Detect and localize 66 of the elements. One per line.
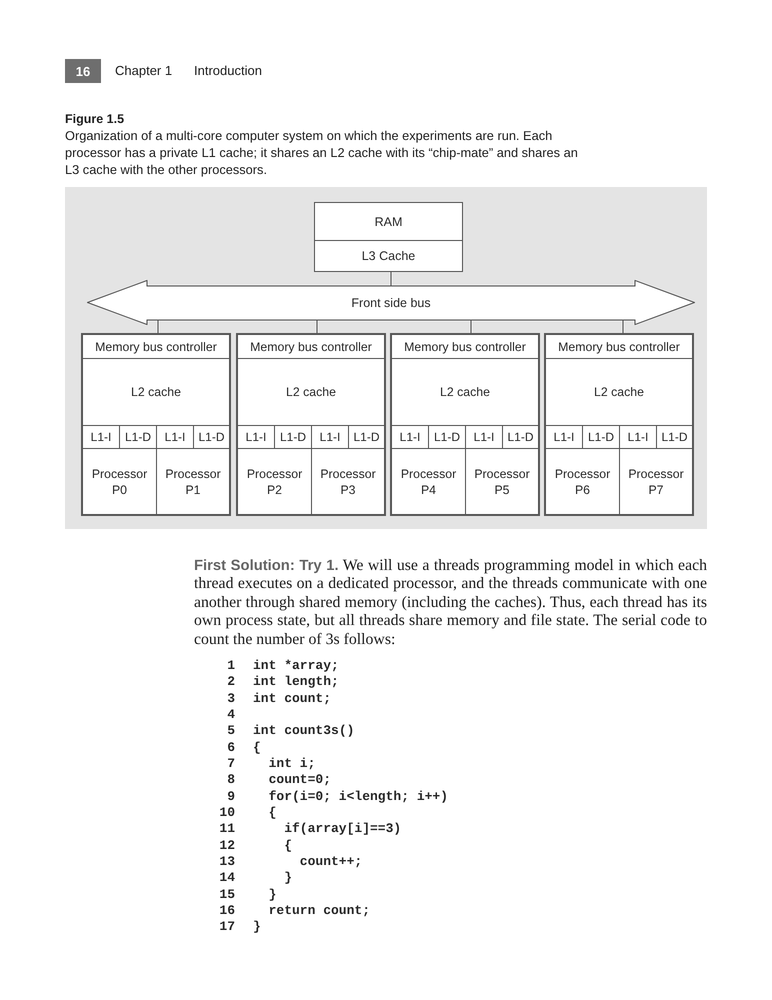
line-number: 2 [227, 674, 235, 690]
line-number: 3 [227, 690, 235, 707]
chapter-title: Introduction [194, 63, 262, 79]
line-number: 9 [227, 788, 235, 805]
chip-box [544, 333, 694, 516]
chapter-label: Chapter 1 [115, 63, 172, 79]
code-line: { [284, 838, 292, 854]
line-number: 10 [219, 804, 235, 821]
line-number: 7 [227, 756, 235, 772]
code-line: } [253, 919, 261, 936]
line-number: 15 [219, 886, 235, 903]
processor-box: Processor P6 [545, 448, 620, 515]
l3-cache-box: L3 Cache [314, 240, 463, 272]
processor-box: Processor P0 [82, 448, 157, 515]
line-number: 1 [227, 658, 235, 674]
processor-box: Processor P4 [391, 448, 466, 515]
front-side-bus: Front side bus [87, 280, 695, 325]
code-line: if(array[i]==3) [284, 821, 402, 838]
controller-box: Memory bus controller [391, 334, 539, 359]
page-number: 16 [65, 59, 101, 83]
code-line: int count; [253, 690, 332, 707]
body-paragraph: First Solution: Try 1. We will use a threads programming model in which each thread executes on a dedicated processor, and the threads communicate with one another through shared memory (including the caches). Thus, each thread has its own process state, but all threads share memory and file state. The serial code to count the number of 3s follows: [194, 557, 707, 650]
code-line: } [268, 886, 276, 903]
processor-box: Processor P5 [465, 448, 539, 515]
processor-box: Processor P1 [156, 448, 230, 515]
line-number: 16 [219, 902, 235, 919]
line-number: 4 [227, 706, 235, 723]
code-line: return count; [268, 902, 370, 919]
figure-caption: Organization of a multi-core computer system on which the experiments are run. Each processor has a private L1 cache; it shares an L2 cache with its “chip-mate” and shares an L3 cache with the other processors. [65, 128, 579, 178]
processor-box: Processor P3 [311, 448, 385, 515]
connector-line [390, 272, 392, 286]
line-number: 11 [219, 821, 235, 838]
processor-box: Processor P2 [237, 448, 312, 515]
code-line: int length; [253, 674, 339, 690]
connector-line [622, 320, 624, 334]
l2-cache-box: L2 cache [237, 358, 385, 426]
chip-box [390, 333, 540, 516]
l2-cache-box: L2 cache [82, 358, 230, 426]
line-number: 13 [219, 854, 235, 870]
code-line: count++; [300, 854, 362, 870]
line-number: 5 [227, 723, 235, 740]
connector-line [316, 320, 318, 334]
line-number: 12 [219, 838, 235, 854]
line-number: 8 [227, 772, 235, 788]
code-line: int count3s() [253, 723, 354, 740]
line-number: 17 [219, 919, 235, 936]
l2-cache-box: L2 cache [391, 358, 539, 426]
chip-box [81, 333, 231, 516]
code-line: for(i=0; i<length; i++) [268, 788, 448, 805]
chip-box [236, 333, 386, 516]
code-line: count=0; [268, 772, 332, 788]
l2-cache-box: L2 cache [545, 358, 693, 426]
processor-box: Processor P7 [619, 448, 693, 515]
code-line: int i; [268, 756, 316, 772]
ram-box: RAM [314, 202, 463, 241]
controller-box: Memory bus controller [545, 334, 693, 359]
line-number: 6 [227, 740, 235, 756]
figure-title: Figure 1.5 [65, 112, 124, 126]
code-line: { [268, 804, 276, 821]
line-number: 14 [219, 870, 235, 886]
controller-box: Memory bus controller [237, 334, 385, 359]
code-line: { [253, 740, 261, 756]
connector-line [470, 320, 472, 334]
code-line: int *array; [253, 658, 339, 674]
controller-box: Memory bus controller [82, 334, 230, 359]
code-line: } [284, 870, 292, 886]
